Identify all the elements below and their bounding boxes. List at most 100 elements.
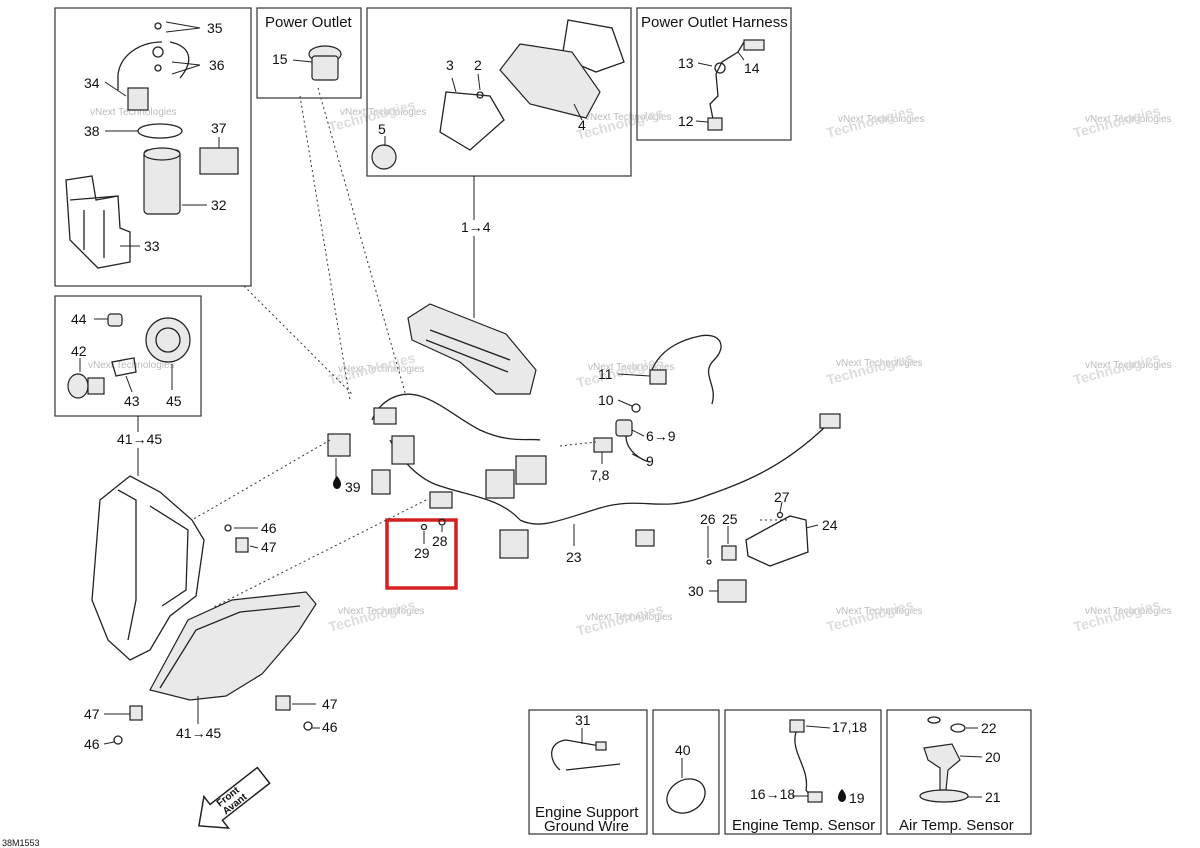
clip-25 [721,545,737,561]
leader [125,375,133,393]
capacitor-top [143,147,181,161]
leader [805,725,831,729]
leader [249,545,259,549]
leader [805,524,819,529]
gauge-housing-4 [499,43,601,119]
leader [451,77,457,93]
harness-connector [371,469,391,495]
decal-37 [199,147,239,175]
callout-42: 42 [71,343,87,359]
highlight-callout-28-29: 29 28 [385,518,458,590]
switch-wire [625,435,651,463]
gauge-cluster [407,303,537,395]
bracket-assembly: 27 25 26 24 30 [688,489,838,603]
watermark: vNext Technologies [836,606,923,617]
screw-29 [420,523,428,531]
box-air-temp-sensor: 22 20 21 Air Temp. Sensor [886,709,1032,835]
gasket-38 [137,123,183,139]
watermark: vNext Technologies [586,612,673,623]
harness-wire-23 [519,425,827,525]
callout-33: 33 [144,238,160,254]
leader [737,51,745,61]
harness-connector [515,455,547,485]
main-harness-assembly: 11 10 6→9 9 7,8 39 23 [327,303,841,565]
callout-47: 47 [84,706,100,722]
harness-connector [373,407,397,425]
sensor-tip [807,791,823,803]
callout-45: 45 [166,393,182,409]
watermark: vNext Technologies [836,358,923,369]
connector-end [819,413,841,429]
leader [617,373,651,377]
callout-29: 29 [414,545,430,561]
screw-2 [476,91,484,99]
headlight-lens: 47 46 47 46 41→45 [84,591,338,752]
leader [695,120,709,123]
lens-detail [159,605,301,689]
box-title: Power Outlet Harness [641,14,788,31]
ground-wire-31 [551,739,621,771]
screw-26 [706,559,712,565]
sensor-connector [789,719,805,733]
gauge-bezel-3 [439,91,505,151]
tether-cord-11 [651,334,722,405]
clamp-40 [666,778,706,814]
frame [256,7,362,99]
harness-plug [743,39,765,51]
gasket-21 [919,789,969,803]
gauge-dial-5 [371,144,397,170]
washer-10 [631,403,641,413]
frame [724,709,882,835]
callout-28: 28 [432,533,448,549]
callout-47: 47 [322,696,338,712]
watermark: vNext Technologies [90,107,177,118]
frame [652,709,720,835]
watermark: vNext Technologies [588,362,675,373]
harness-wire [709,41,763,125]
callout-46: 46 [261,520,277,536]
watermark: vNext Technologies [338,606,425,617]
watermark: vNext Technologies [838,114,925,125]
callout-47: 47 [261,539,277,555]
callout-20: 20 [985,749,1001,765]
holder-33 [65,175,131,269]
callout-11: 11 [598,366,613,382]
frame [54,7,252,287]
harness-connector [499,529,529,559]
screw-46 [303,721,313,731]
box-gauge-assembly: 3 2 5 4 [366,7,632,177]
washer [154,64,162,72]
oring [927,716,941,724]
callout-17-18: 17,18 [832,719,867,735]
callout-21: 21 [985,789,1001,805]
callout-13: 13 [678,55,694,71]
nut-36 [152,46,164,58]
callout-1-4: 1→4 [461,219,491,235]
callout-6-9: 6→9 [646,428,676,444]
strap [117,41,190,90]
lens-body [149,591,317,701]
frame [636,7,792,141]
watermark: vNext Technologies [1085,606,1172,617]
frame [886,709,1032,835]
callout-26: 26 [700,511,716,527]
leader [292,59,313,63]
watermark: vNext Technologies [340,107,427,118]
sensor-20 [923,743,961,791]
callout-38: 38 [84,123,100,139]
callout-41-45: 41→45 [176,725,221,741]
callout-10: 10 [598,392,614,408]
housing-detail [149,505,189,607]
watermark: vNext Technologies [1085,360,1172,371]
leader [697,62,713,67]
highlight-box [385,518,458,590]
guide-line [243,285,353,395]
callout-7-8: 7,8 [590,467,610,483]
ring-terminal [714,62,726,74]
oil-drop-icon [333,476,341,489]
nut-47 [275,695,291,711]
callout-39: 39 [345,479,361,495]
bracket-24 [745,515,809,567]
callout-46: 46 [84,736,100,752]
box-headlight-bulb: 44 42 43 45 [54,295,202,417]
